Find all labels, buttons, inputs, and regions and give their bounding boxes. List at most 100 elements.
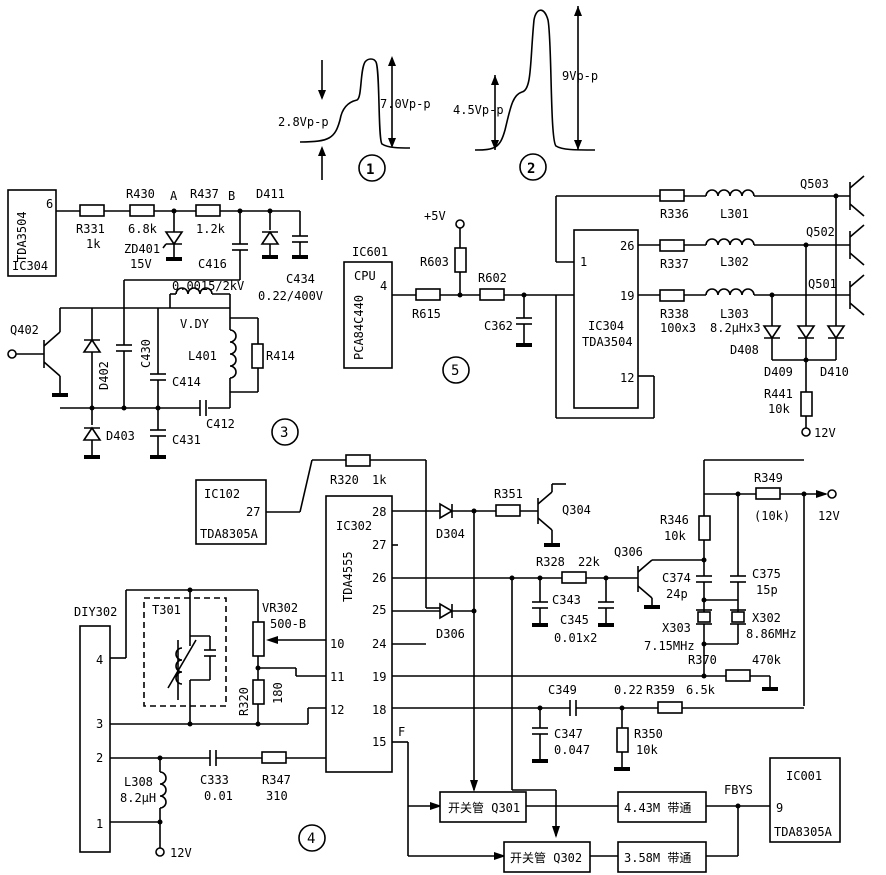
r328-label: R328 — [536, 555, 565, 569]
ic001-pin: 9 — [776, 801, 783, 815]
c430-label: C430 — [139, 339, 153, 368]
d403-label: D403 — [106, 429, 135, 443]
r603-label: R603 — [420, 255, 449, 269]
ic304-box — [7, 189, 57, 277]
r437-label: R437 — [190, 187, 219, 201]
switch-q301-box — [439, 791, 527, 823]
w1-low-label: 2.8Vp-p — [278, 115, 329, 129]
r338-value: 100x3 — [660, 321, 696, 335]
ic302-pin26: 26 — [372, 571, 386, 585]
ic302-pin12: 12 — [330, 703, 344, 717]
x302-label: X302 — [752, 611, 781, 625]
r338-label: R338 — [660, 307, 689, 321]
r351-resistor — [495, 504, 521, 517]
switch-q302-label: 开关管 Q302 — [510, 850, 582, 865]
r602-resistor — [479, 288, 505, 301]
ic302-pin25: 25 — [372, 603, 386, 617]
q501-transistor — [849, 274, 865, 316]
ic001-box — [769, 757, 841, 843]
r320a-label: R320 — [330, 473, 359, 487]
v12b-label: 12V — [170, 846, 192, 860]
r602-label: R602 — [478, 271, 507, 285]
diy302-connector — [79, 625, 111, 853]
r331-label: R331 — [76, 222, 105, 236]
ic304-ref: IC304 — [12, 259, 48, 273]
w1-number: 1 — [366, 162, 374, 178]
c412-label: C412 — [206, 417, 235, 431]
d411-label: D411 — [256, 187, 285, 201]
r347-label: R347 — [262, 773, 291, 787]
d304-label: D304 — [436, 527, 465, 541]
q306-label: Q306 — [614, 545, 643, 559]
r346-label: R346 — [660, 513, 689, 527]
x303-value: 7.15MHz — [644, 639, 695, 653]
ic601-box — [343, 261, 393, 369]
x303-label: X303 — [662, 621, 691, 635]
r437-resistor — [195, 204, 221, 217]
ic302-pin28: 28 — [372, 505, 386, 519]
vcc-label: +5V — [424, 209, 446, 223]
q304-label: Q304 — [562, 503, 591, 517]
w2-number: 2 — [527, 161, 535, 177]
ic304b-pin12: 12 — [620, 371, 634, 385]
r320a-value: 1k — [372, 473, 387, 487]
zd401-value: 15V — [130, 257, 152, 271]
q502-label: Q502 — [806, 225, 835, 239]
v12a-label: 12V — [818, 509, 840, 523]
c343-label: C343 — [552, 593, 581, 607]
l302-label: L302 — [720, 255, 749, 269]
r441-resistor — [800, 391, 813, 417]
r331-value: 1k — [86, 237, 101, 251]
ic102-pin: 27 — [246, 505, 260, 519]
fbys-label: FBYS — [724, 783, 753, 797]
x302-crystal — [731, 611, 745, 623]
r350-label: R350 — [634, 727, 663, 741]
ic302-label: IC302 — [336, 519, 372, 533]
c434-value: 0.22/400V — [258, 289, 323, 303]
ic302-pin27: 27 — [372, 538, 386, 552]
r331-resistor — [79, 204, 105, 217]
t301-label: T301 — [152, 603, 181, 617]
ic304b-pin26: 26 — [620, 239, 634, 253]
ic302-pin10: 10 — [330, 637, 344, 651]
ic304-part: TDA3504 — [15, 211, 29, 262]
c416-label: C416 — [198, 257, 227, 271]
r320b-value: 180 — [271, 682, 285, 704]
ic304-tda3504-box — [573, 229, 639, 409]
ic304b-pin1: 1 — [580, 255, 587, 269]
bandpass-443-label: 4.43M 带通 — [624, 801, 691, 815]
r603-resistor — [454, 247, 467, 273]
ic302-pin19: 19 — [372, 670, 386, 684]
c347-value: 0.047 — [554, 743, 590, 757]
w2-high-label: 9Vp-p — [562, 69, 598, 83]
r359-resistor — [657, 701, 683, 714]
node-a-label: A — [170, 189, 178, 203]
cpu-part: PCA84C440 — [352, 295, 366, 360]
r337-label: R337 — [660, 257, 689, 271]
r347-resistor — [261, 751, 287, 764]
q402-label: Q402 — [10, 323, 39, 337]
r337-resistor — [659, 239, 685, 252]
circuit5-number: 5 — [451, 363, 459, 379]
circuit-4: IC102 27 TDA8305A R320 1k IC302 TDA4555 … — [74, 454, 841, 873]
ic302-pin15: 15 — [372, 735, 386, 749]
r414-label: R414 — [266, 349, 295, 363]
ic601-label: IC601 — [352, 245, 388, 259]
x303-crystal — [697, 611, 711, 623]
c375-value: 15p — [756, 583, 778, 597]
circuit-5: IC601 CPU PCA84C440 4 R615 R603 +5V R602… — [343, 175, 865, 440]
r370-value: 470k — [752, 653, 782, 667]
q502-transistor — [849, 224, 865, 266]
c375-label: C375 — [752, 567, 781, 581]
r320-180-resistor — [252, 679, 265, 705]
c362-label: C362 — [484, 319, 513, 333]
q402-input-terminal — [7, 349, 17, 359]
top-cap-value: 0.0015/2kV — [172, 279, 244, 293]
r338-resistor — [659, 289, 685, 302]
r350-resistor — [616, 727, 629, 753]
l308-label: L308 — [124, 775, 153, 789]
vr302-label: VR302 — [262, 601, 298, 615]
circuit3-number: 3 — [280, 425, 288, 441]
l308-value: 8.2μH — [120, 791, 156, 805]
